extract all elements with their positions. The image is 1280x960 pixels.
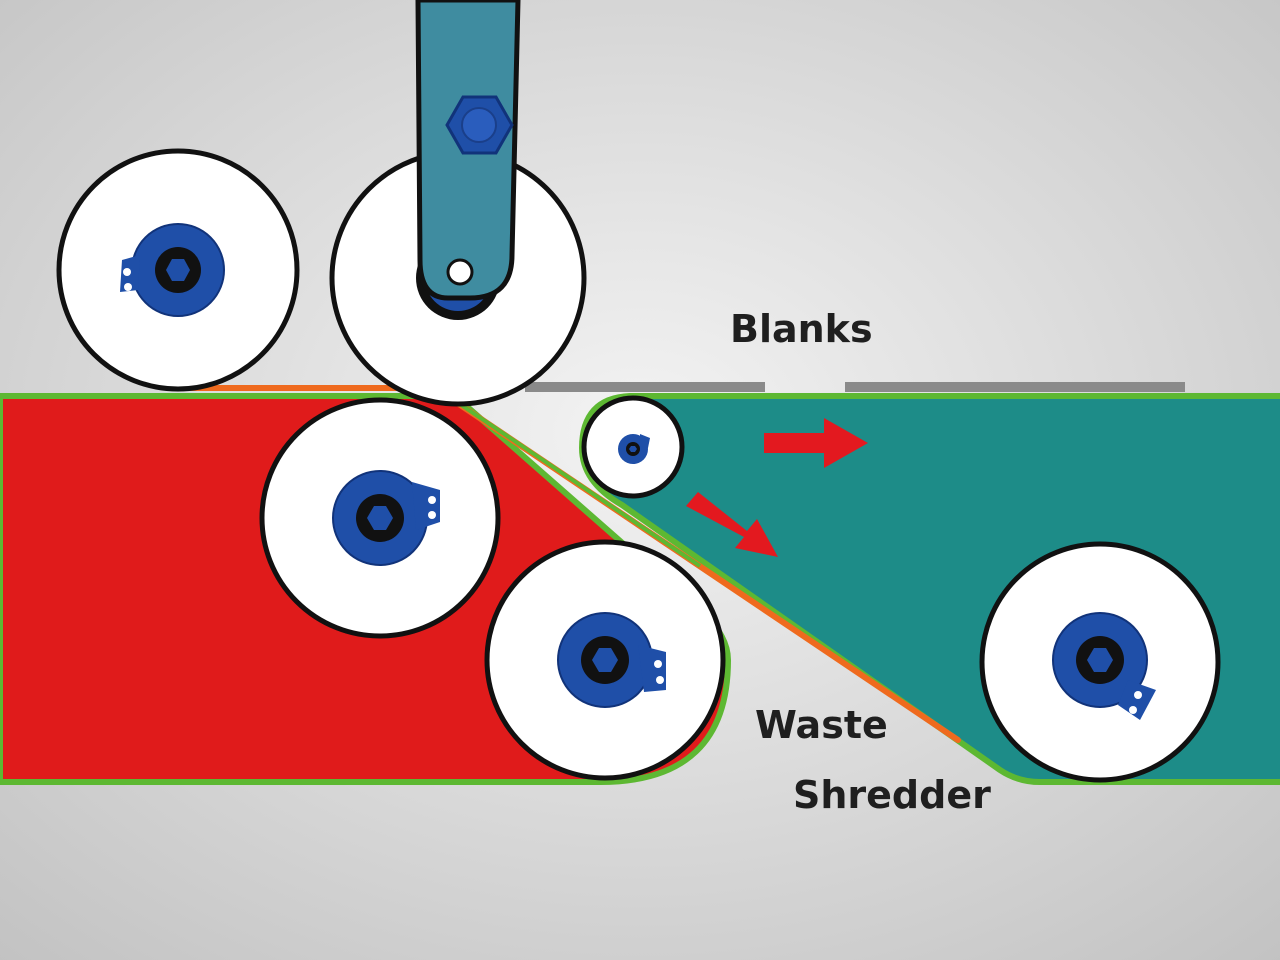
blank-piece <box>525 382 765 392</box>
roller-right <box>979 541 1221 783</box>
hub-icon <box>120 223 225 317</box>
hex-bolt-icon <box>1087 648 1113 672</box>
arrow-right-icon <box>686 492 778 557</box>
arrow-right-icon <box>764 418 868 468</box>
hex-bolt-icon <box>166 259 190 281</box>
hub-icon <box>618 434 650 464</box>
blank-piece <box>845 382 1185 392</box>
cutting-arm <box>415 0 521 320</box>
hex-bolt-icon <box>592 648 618 672</box>
hex-bolt-icon <box>367 506 393 530</box>
roller-middle-left <box>259 397 501 639</box>
hub-icon <box>1052 612 1156 720</box>
strip-outline <box>446 394 702 568</box>
roller-small <box>581 395 685 499</box>
blanks-label: Blanks <box>730 307 873 351</box>
hub-icon <box>557 612 666 708</box>
hub-icon <box>332 470 440 566</box>
roller-top-left <box>56 148 300 392</box>
shredder-label: Shredder <box>793 773 991 817</box>
roller-bottom-center <box>484 539 726 781</box>
waste-label: Waste <box>755 703 888 747</box>
hex-bolt-icon <box>629 446 637 452</box>
